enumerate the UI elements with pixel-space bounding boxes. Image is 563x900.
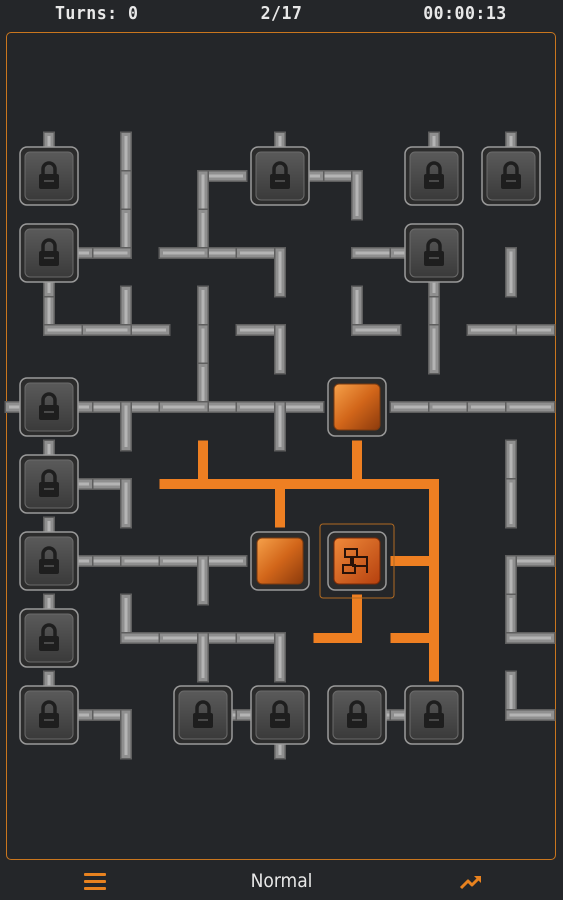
lock-icon bbox=[193, 700, 213, 728]
pipe-segment[interactable] bbox=[390, 517, 473, 605]
pipe-segment[interactable] bbox=[313, 594, 396, 677]
pipe-segment[interactable] bbox=[81, 523, 171, 600]
pipe-segment[interactable] bbox=[473, 523, 556, 606]
lock-icon bbox=[39, 546, 59, 574]
pipe-segment[interactable] bbox=[11, 285, 94, 369]
locked-tile bbox=[389, 685, 464, 745]
lock-icon bbox=[39, 623, 59, 651]
pipe-segment[interactable] bbox=[235, 600, 319, 683]
pipe-segment[interactable] bbox=[165, 285, 242, 375]
locked-tile bbox=[404, 131, 464, 206]
pipe-segment[interactable] bbox=[236, 446, 324, 528]
pipe-segment[interactable] bbox=[81, 208, 165, 292]
pipe-segment[interactable] bbox=[473, 439, 550, 529]
pipe-segment[interactable] bbox=[466, 369, 556, 446]
pipe-segment[interactable] bbox=[390, 446, 473, 528]
pipe-segment[interactable] bbox=[158, 600, 248, 683]
pipe-segment[interactable] bbox=[466, 292, 556, 369]
locked-tile bbox=[235, 685, 310, 760]
locked-tile bbox=[481, 131, 541, 206]
locked-tile bbox=[389, 223, 464, 298]
power-source[interactable] bbox=[319, 523, 395, 599]
locked-tile bbox=[327, 685, 402, 745]
pipe-segment[interactable] bbox=[235, 292, 319, 375]
pipe-segment[interactable] bbox=[81, 369, 171, 452]
lock-icon bbox=[270, 700, 290, 728]
locked-tile bbox=[19, 670, 94, 745]
lock-icon bbox=[270, 161, 290, 189]
pipe-segment[interactable] bbox=[319, 285, 402, 369]
pipe-segment[interactable] bbox=[81, 446, 165, 529]
endpoint-node[interactable] bbox=[327, 377, 387, 437]
pipe-segment[interactable] bbox=[235, 215, 319, 298]
lock-icon bbox=[39, 700, 59, 728]
pipe-segment[interactable] bbox=[319, 215, 402, 292]
pipe-segment[interactable] bbox=[159, 440, 247, 523]
pipe-segment[interactable] bbox=[88, 593, 171, 677]
lock-icon bbox=[39, 161, 59, 189]
lock-icon bbox=[39, 392, 59, 420]
locked-tile bbox=[19, 223, 94, 298]
locked-tile bbox=[250, 131, 325, 206]
elapsed-timer: 00:00:13 bbox=[423, 3, 507, 24]
level-indicator: 2/17 bbox=[260, 3, 303, 24]
lock-icon bbox=[347, 700, 367, 728]
lock-icon bbox=[424, 161, 444, 189]
pipe-segment[interactable] bbox=[390, 594, 473, 682]
game-board bbox=[6, 32, 556, 860]
pipe-segment[interactable] bbox=[389, 369, 479, 446]
pipe-segment[interactable] bbox=[312, 138, 396, 221]
network-icon bbox=[342, 548, 368, 574]
endpoint-node[interactable] bbox=[250, 531, 310, 591]
pipe-segment[interactable] bbox=[81, 677, 165, 760]
pipe-segment[interactable] bbox=[473, 593, 556, 677]
lock-icon bbox=[501, 161, 521, 189]
lock-icon bbox=[39, 238, 59, 266]
pipe-segment[interactable] bbox=[396, 285, 473, 375]
lock-icon bbox=[424, 700, 444, 728]
lock-icon bbox=[424, 238, 444, 266]
turns-counter: Turns: 0 bbox=[55, 3, 139, 24]
locked-tile bbox=[19, 439, 94, 514]
pipe-segment[interactable] bbox=[235, 369, 325, 452]
pipe-segment[interactable] bbox=[158, 523, 248, 606]
locked-tile bbox=[19, 516, 94, 591]
pipe-segment[interactable] bbox=[473, 670, 556, 754]
pipe-segment[interactable] bbox=[313, 440, 401, 523]
hamburger-menu-icon[interactable] bbox=[84, 873, 106, 891]
pipe-segment[interactable] bbox=[473, 215, 550, 298]
locked-tile bbox=[19, 131, 79, 206]
pipe-segment[interactable] bbox=[158, 362, 248, 446]
pipe-segment[interactable] bbox=[165, 138, 248, 221]
difficulty-mode-label[interactable]: Normal bbox=[250, 870, 313, 892]
locked-tile bbox=[4, 377, 94, 437]
pipe-segment[interactable] bbox=[158, 208, 248, 292]
lock-icon bbox=[39, 469, 59, 497]
pipe-segment[interactable] bbox=[81, 285, 171, 369]
locked-tile bbox=[19, 593, 79, 668]
locked-tile bbox=[173, 685, 248, 745]
pipe-segment[interactable] bbox=[88, 131, 165, 221]
trending-up-icon[interactable] bbox=[459, 871, 483, 893]
